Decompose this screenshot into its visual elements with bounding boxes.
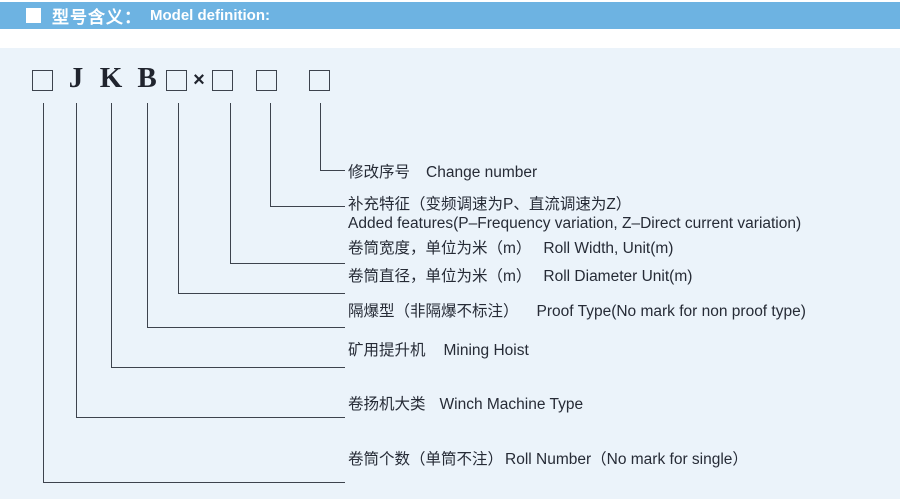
model-box-roll-number bbox=[32, 70, 53, 91]
connector-added-features bbox=[270, 103, 345, 207]
label-mining-hoist: 矿用提升机 Mining Hoist bbox=[348, 341, 529, 360]
connector-change-number bbox=[320, 103, 345, 171]
model-letter-k: K bbox=[99, 62, 123, 94]
label-proof-type: 隔爆型（非隔爆不标注） Proof Type(No mark for non pr… bbox=[348, 302, 806, 321]
label-roll-width-zh: 卷筒宽度，单位为米（m） bbox=[348, 240, 532, 257]
label-mining-hoist-en: Mining Hoist bbox=[443, 342, 529, 359]
label-roll-width-en: Roll Width, Unit(m) bbox=[543, 240, 674, 257]
label-added-features-en: Added features(P–Frequency variation, Z–… bbox=[348, 215, 802, 232]
label-change-number-en: Change number bbox=[426, 164, 538, 181]
connector-roll-width bbox=[230, 103, 345, 264]
model-box-roll-diameter bbox=[166, 70, 187, 91]
multiply-sign: × bbox=[193, 69, 205, 91]
model-letter-j: J bbox=[68, 62, 84, 94]
model-letter-b: B bbox=[137, 62, 157, 94]
label-winch-type-en: Winch Machine Type bbox=[439, 396, 584, 413]
connector-proof-type bbox=[147, 103, 345, 328]
connector-roll-diameter bbox=[178, 103, 345, 294]
label-winch-type: 卷扬机大类 Winch Machine Type bbox=[348, 395, 583, 414]
label-proof-type-zh: 隔爆型（非隔爆不标注） bbox=[348, 303, 519, 320]
model-box-change-number bbox=[309, 70, 330, 91]
label-added-features: 补充特征（变频调速为P、直流调速为Z） Added features(P–Fre… bbox=[348, 195, 801, 233]
label-added-features-zh: 补充特征（变频调速为P、直流调速为Z） bbox=[348, 196, 632, 213]
section-title-zh: 型号含义： bbox=[52, 8, 142, 27]
section-title-en: Model definition: bbox=[150, 7, 270, 24]
label-winch-type-zh: 卷扬机大类 bbox=[348, 396, 426, 413]
white-square-icon bbox=[26, 8, 41, 23]
label-roll-width: 卷筒宽度，单位为米（m） Roll Width, Unit(m) bbox=[348, 239, 673, 258]
label-change-number-zh: 修改序号 bbox=[348, 164, 411, 181]
label-roll-diameter: 卷筒直径，单位为米（m） Roll Diameter Unit(m) bbox=[348, 267, 692, 286]
section-header-bar: 型号含义： Model definition: bbox=[0, 2, 900, 29]
model-box-added-features bbox=[256, 70, 277, 91]
label-roll-number-en: Roll Number（No mark for single） bbox=[505, 451, 748, 468]
label-roll-number-zh: 卷筒个数（单筒不注） bbox=[348, 451, 504, 468]
connector-mining-hoist bbox=[111, 103, 345, 368]
label-change-number: 修改序号 Change number bbox=[348, 163, 537, 182]
connector-roll-number bbox=[43, 103, 345, 483]
connector-winch-type bbox=[76, 103, 345, 418]
model-box-roll-width bbox=[212, 70, 233, 91]
label-roll-number: 卷筒个数（单筒不注）Roll Number（No mark for single… bbox=[348, 450, 748, 469]
label-roll-diameter-en: Roll Diameter Unit(m) bbox=[543, 268, 693, 285]
label-proof-type-en: Proof Type(No mark for non proof type) bbox=[536, 303, 806, 320]
label-mining-hoist-zh: 矿用提升机 bbox=[348, 342, 426, 359]
label-roll-diameter-zh: 卷筒直径，单位为米（m） bbox=[348, 268, 532, 285]
content-background bbox=[0, 48, 900, 499]
